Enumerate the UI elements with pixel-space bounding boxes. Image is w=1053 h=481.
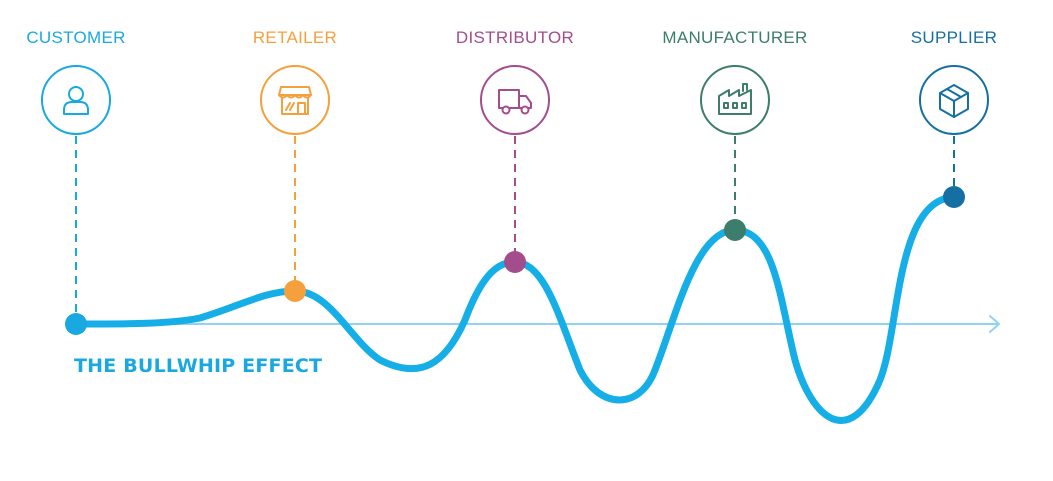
stage-dot-customer bbox=[65, 313, 87, 335]
stage-dot-distributor bbox=[504, 251, 526, 273]
bullwhip-curve bbox=[72, 193, 958, 424]
stage-circle-manufacturer bbox=[700, 65, 770, 135]
factory-icon bbox=[718, 83, 752, 115]
store-icon bbox=[278, 86, 312, 115]
stage-label-customer: CUSTOMER bbox=[26, 28, 125, 47]
stage-circle-distributor bbox=[480, 65, 550, 135]
stage-dot-manufacturer bbox=[724, 219, 746, 241]
stage-circle-retailer bbox=[260, 65, 330, 135]
time-axis-arrowhead bbox=[989, 315, 1000, 333]
stage-dot-retailer bbox=[284, 280, 306, 302]
user-icon bbox=[63, 86, 89, 115]
box-icon bbox=[939, 84, 969, 118]
truck-icon bbox=[498, 89, 532, 115]
stage-label-supplier: SUPPLIER bbox=[911, 28, 998, 47]
stage-dot-supplier bbox=[943, 186, 965, 208]
diagram-title: THE BULLWHIP EFFECT bbox=[74, 355, 322, 377]
stage-label-retailer: RETAILER bbox=[253, 28, 337, 47]
stage-label-manufacturer: MANUFACTURER bbox=[662, 28, 807, 47]
stage-label-distributor: DISTRIBUTOR bbox=[456, 28, 574, 47]
